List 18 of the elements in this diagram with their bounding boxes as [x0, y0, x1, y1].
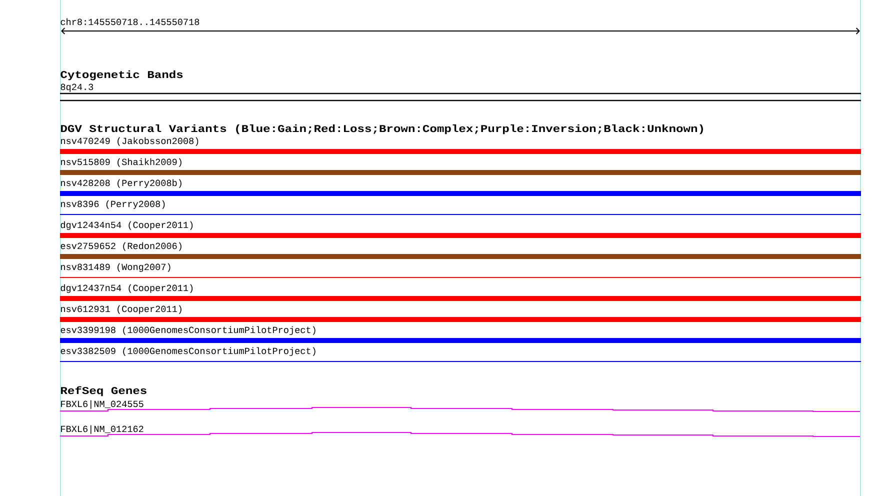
track-label: 8q24.3	[60, 84, 94, 92]
track-label: FBXL6|NM_012162	[61, 425, 144, 434]
track-label: chr8:145550718..145550718	[60, 18, 200, 26]
track-title: RefSeq Genes	[61, 386, 146, 396]
track-label: dgv12434n54 (Cooper2011)	[60, 221, 193, 230]
track-label: nsv428208 (Perry2008b)	[61, 179, 182, 188]
track-label: nsv470249 (Jakobsson2008)	[61, 137, 198, 146]
track-title: DGV Structural Variants (Blue:Gain;Red:Loss;Brown:Complex;Purple:Inversion;Black:Unknown)	[61, 124, 703, 134]
track-label: nsv831489 (Wong2007)	[61, 263, 170, 272]
track-label: dgv12437n54 (Cooper2011)	[60, 284, 193, 293]
track-title: Cytogenetic Bands	[60, 70, 183, 80]
track-label: FBXL6|NM_024555	[61, 400, 144, 409]
track-label: esv3399198 (1000GenomesConsortiumPilotProject)	[60, 326, 316, 335]
track-label: nsv8396 (Perry2008)	[61, 200, 165, 209]
track-label: esv2759652 (Redon2006)	[60, 242, 182, 251]
track-label: esv3382509 (1000GenomesConsortiumPilotProject)	[60, 347, 316, 356]
track-label: nsv515809 (Shaikh2009)	[61, 158, 182, 167]
track-label: nsv612931 (Cooper2011)	[61, 305, 182, 314]
